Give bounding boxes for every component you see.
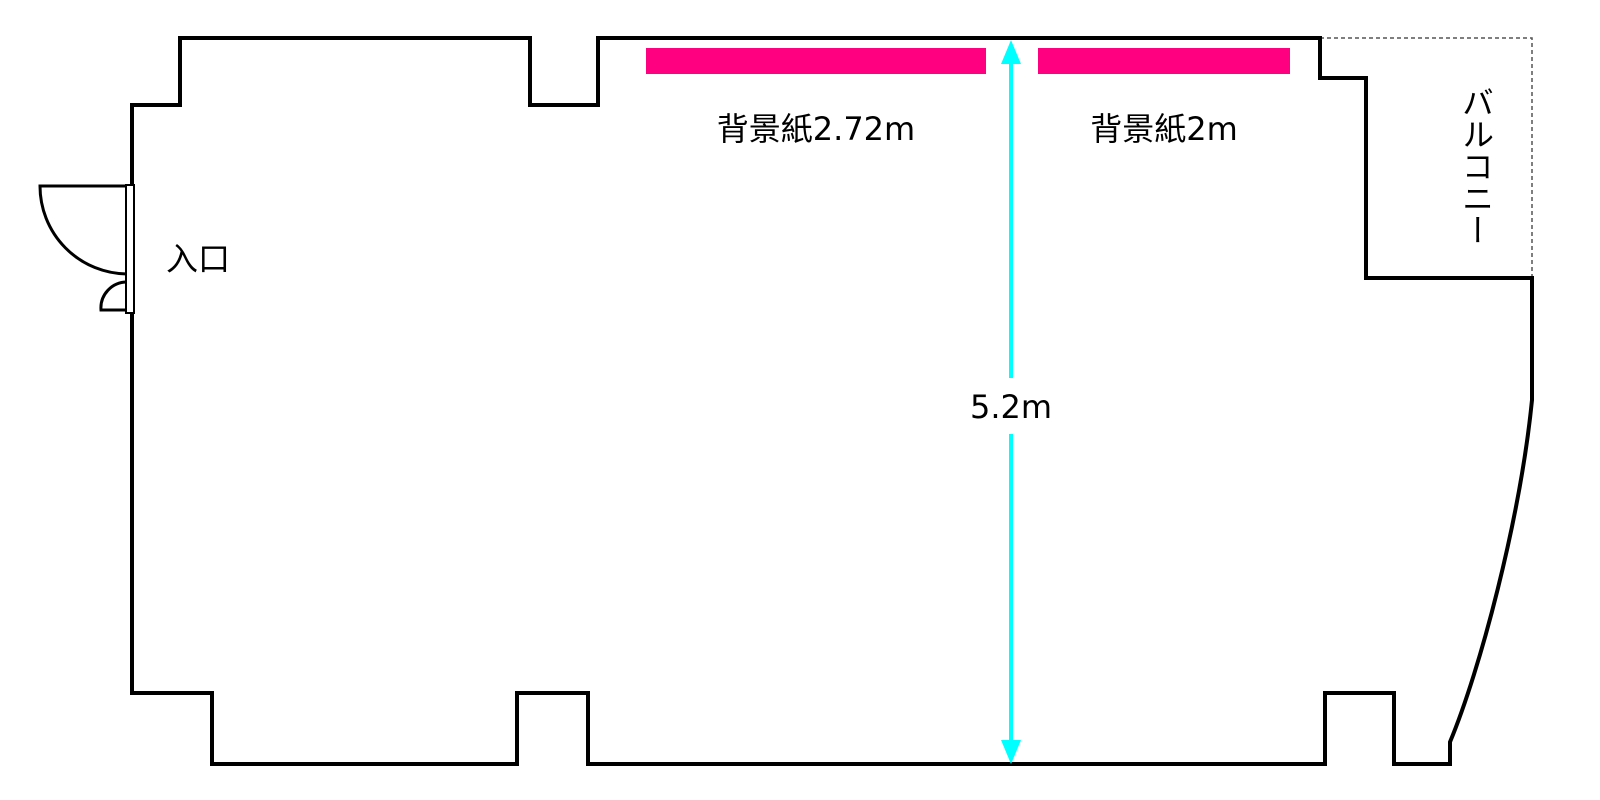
backdrop-left-bar bbox=[646, 48, 986, 74]
arrow-down-icon bbox=[1001, 740, 1021, 764]
room-walls bbox=[130, 36, 1534, 766]
balcony-label: バルコニー bbox=[1457, 86, 1495, 246]
entrance-label: 入口 bbox=[166, 240, 230, 278]
door-swing-small bbox=[99, 280, 129, 312]
room-depth-dimension bbox=[1001, 40, 1021, 764]
door-frame bbox=[125, 184, 135, 314]
arrow-up-icon bbox=[1001, 40, 1021, 64]
backdrop-right-label: 背景紙2m bbox=[1090, 110, 1238, 148]
entrance-door bbox=[38, 184, 135, 314]
balcony-outline bbox=[1320, 37, 1533, 278]
room-depth-label: 5.2m bbox=[970, 388, 1052, 426]
backdrop-right-bar bbox=[1038, 48, 1290, 74]
door-swing-large bbox=[38, 184, 129, 276]
backdrop-left-label: 背景紙2.72m bbox=[717, 110, 915, 148]
